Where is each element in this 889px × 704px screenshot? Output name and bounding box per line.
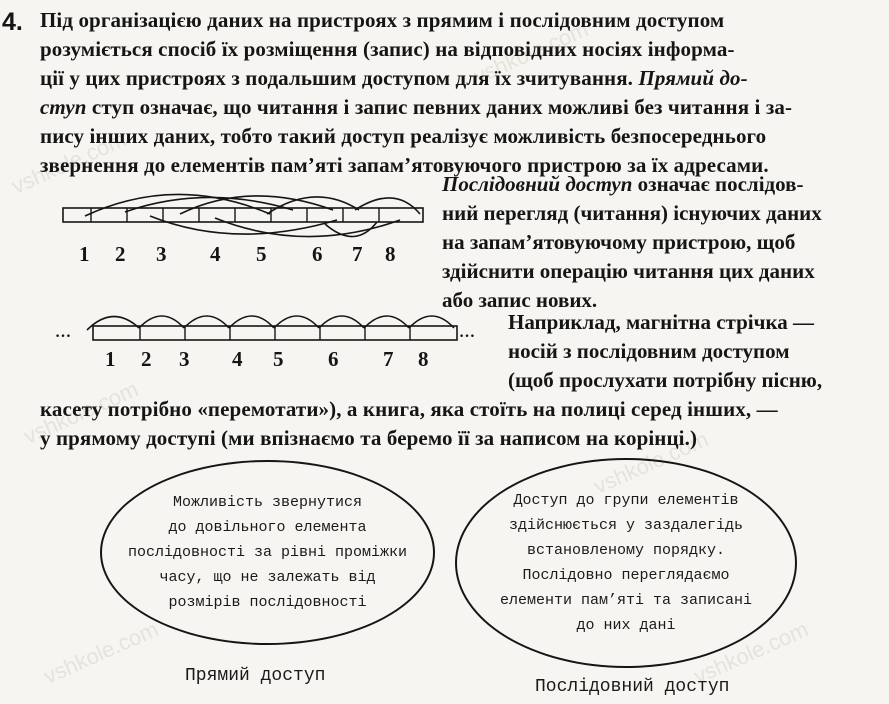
sequential-label: 8 bbox=[418, 347, 429, 371]
svg-text:…: … bbox=[55, 324, 71, 341]
ellipse-line: часу, що не залежать від bbox=[159, 569, 376, 586]
bottom-paragraph: касету потрібно «перемотати»), а книга, … bbox=[40, 395, 885, 453]
svg-text:…: … bbox=[459, 324, 475, 341]
intro-paragraph: Під організацією даних на пристроях з пр… bbox=[40, 6, 885, 180]
example-line: носій з послідовним доступом bbox=[508, 339, 790, 363]
direct-label: 2 bbox=[115, 242, 126, 266]
sequential-label: 2 bbox=[141, 347, 152, 371]
caption-direct-access: Прямий доступ bbox=[185, 666, 326, 686]
ellipse-line: до них дані bbox=[576, 617, 676, 634]
direct-label: 5 bbox=[256, 242, 267, 266]
direct-access-ellipse: Можливість звернутися до довільного елем… bbox=[100, 460, 435, 645]
direct-access-diagram: 1 2 3 4 5 6 7 8 bbox=[55, 180, 435, 270]
ellipse-line: Можливість звернутися bbox=[172, 494, 362, 511]
sequential-label: 1 bbox=[105, 347, 116, 371]
sequential-line: на запам’ятовуючому пристрою, щоб bbox=[442, 230, 796, 254]
sequential-line: Послідовний доступ означає послідов- bbox=[442, 172, 804, 196]
intro-line: ступ ступ означає, що читання і запис пе… bbox=[40, 95, 793, 119]
direct-label: 8 bbox=[385, 242, 396, 266]
intro-line: звернення до елементів пам’яті запам’ято… bbox=[40, 153, 769, 177]
bottom-line: у прямому доступі (ми впізнаємо та берем… bbox=[40, 426, 698, 450]
sequential-paragraph: Послідовний доступ означає послідов- ний… bbox=[442, 170, 887, 315]
sequential-label: 7 bbox=[383, 347, 394, 371]
sequential-access-diagram: … … 1 2 3 4 5 6 7 8 bbox=[55, 300, 495, 376]
ellipse-line: розмірів послідовності bbox=[168, 594, 367, 611]
term-sequential-access: Послідовний доступ bbox=[442, 172, 633, 196]
bottom-line: касету потрібно «перемотати»), а книга, … bbox=[40, 397, 778, 421]
sequential-label: 3 bbox=[179, 347, 190, 371]
intro-line: ції у цих пристроях з подальшим доступом… bbox=[40, 66, 748, 90]
intro-line: розуміється спосіб їх розміщення (запис)… bbox=[40, 37, 735, 61]
ellipse-line: здійснюється у заздалегідь bbox=[508, 517, 744, 534]
watermark: vshkole.com bbox=[39, 616, 162, 689]
intro-line: пису інших даних, тобто такий доступ реа… bbox=[40, 124, 767, 148]
caption-sequential-access: Послідовний доступ bbox=[535, 677, 730, 697]
sequential-label: 6 bbox=[328, 347, 339, 371]
term-direct-access-cont: ступ bbox=[40, 95, 87, 119]
ellipse-line: послідовності за рівні проміжки bbox=[127, 544, 408, 561]
direct-access-description: Можливість звернутися до довільного елем… bbox=[128, 490, 407, 615]
ellipse-line: елементи пам’яті та записані bbox=[499, 592, 753, 609]
direct-label: 3 bbox=[156, 242, 167, 266]
example-line: Наприклад, магнітна стрічка — bbox=[508, 310, 815, 334]
sequential-line: або запис нових. bbox=[442, 288, 598, 312]
example-line: (щоб прослухати потрібну пісню, bbox=[508, 368, 823, 392]
direct-label: 6 bbox=[312, 242, 323, 266]
ellipse-line: Доступ до групи елементів bbox=[513, 492, 739, 509]
ellipse-line: встановленому порядку. bbox=[526, 542, 726, 559]
direct-label: 4 bbox=[210, 242, 221, 266]
sequential-access-ellipse: Доступ до групи елементів здійснюється у… bbox=[455, 458, 797, 668]
intro-line: Під організацією даних на пристроях з пр… bbox=[40, 8, 725, 32]
sequential-label: 5 bbox=[273, 347, 284, 371]
direct-label: 1 bbox=[79, 242, 90, 266]
sequential-line: здійснити операцію читання цих даних bbox=[442, 259, 815, 283]
item-number: 4. bbox=[2, 8, 23, 36]
ellipse-line: до довільного елемента bbox=[168, 519, 367, 536]
example-paragraph: Наприклад, магнітна стрічка — носій з по… bbox=[508, 308, 888, 395]
ellipse-line: Послідовно переглядаємо bbox=[522, 567, 730, 584]
term-direct-access: Прямий до- bbox=[638, 66, 748, 90]
sequential-access-description: Доступ до групи елементів здійснюється у… bbox=[500, 488, 752, 638]
sequential-line: ний перегляд (читання) існуючих даних bbox=[442, 201, 822, 225]
sequential-label: 4 bbox=[232, 347, 243, 371]
direct-label: 7 bbox=[352, 242, 363, 266]
